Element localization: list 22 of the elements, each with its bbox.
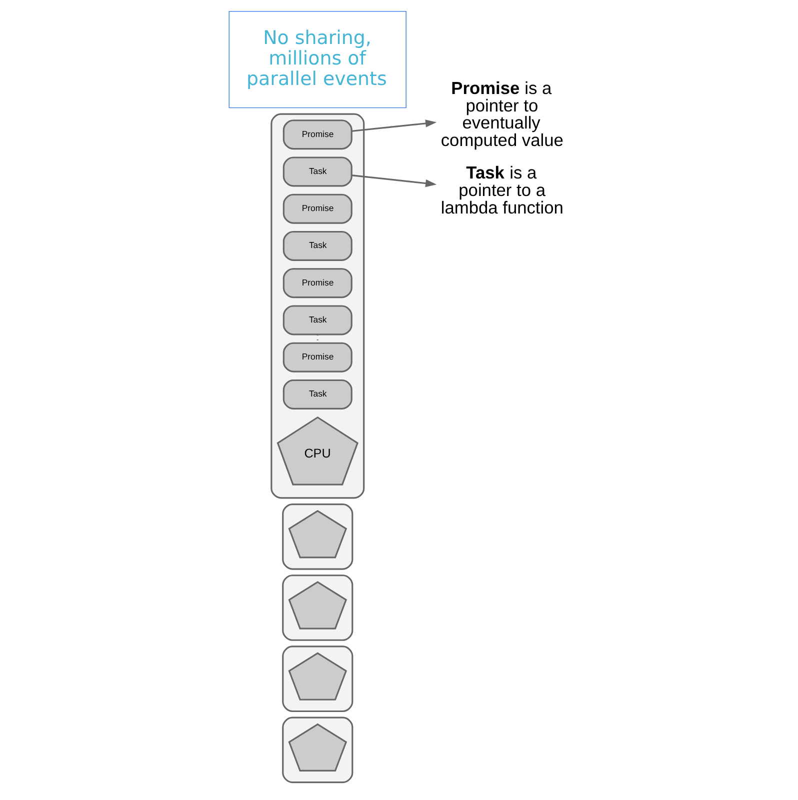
node-box: Promise: [282, 120, 352, 150]
node-box: Task: [282, 230, 352, 261]
node-pentagon: [288, 510, 348, 558]
cluster: [282, 574, 354, 641]
cluster: [282, 646, 354, 712]
node-box: Promise: [282, 268, 352, 298]
arrow: [352, 120, 437, 132]
cluster: [282, 716, 354, 784]
node-pentagon: [288, 723, 348, 772]
node-text: Promise is a pointer to eventually computed value: [440, 78, 564, 150]
cluster: [270, 113, 365, 499]
node-box: Promise: [282, 194, 352, 224]
cluster: [282, 503, 354, 570]
node-box: No sharing, millions of parallel events: [228, 10, 406, 108]
node-box: Task: [282, 305, 352, 336]
arrow: [352, 174, 437, 188]
node-text: Task is a pointer to a lambda function: [440, 162, 564, 218]
node-pentagon: [288, 581, 348, 630]
node-box: Promise: [282, 342, 352, 372]
node-pentagon: [288, 652, 348, 700]
node-box: Task: [282, 156, 352, 187]
node-box: Task: [282, 379, 352, 410]
